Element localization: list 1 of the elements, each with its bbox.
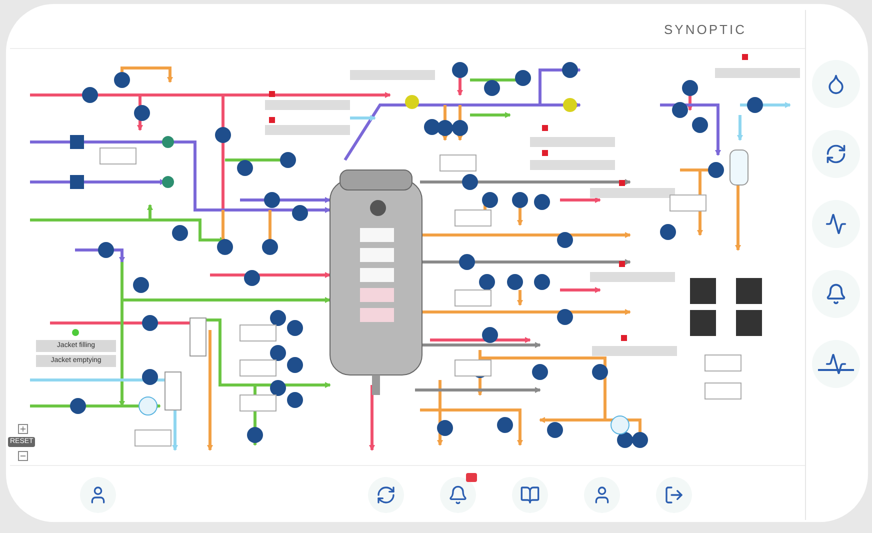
screen-title: SYNOPTIC [664, 21, 746, 39]
